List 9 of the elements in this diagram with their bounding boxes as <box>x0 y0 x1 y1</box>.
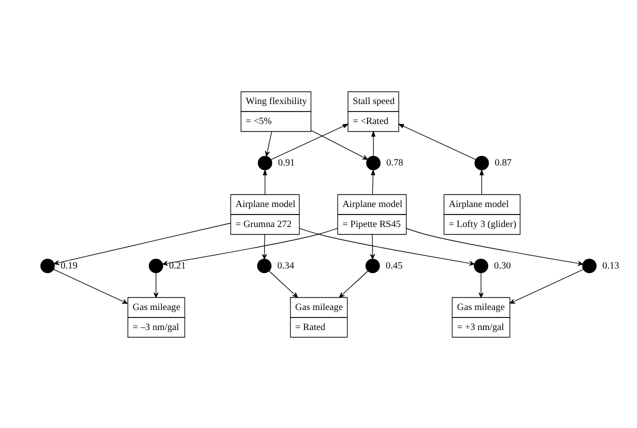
node-label: 0.91 <box>278 157 295 168</box>
node-label: 0.34 <box>277 260 294 271</box>
node-label: 0.21 <box>168 260 186 271</box>
node-label: 0.78 <box>386 157 404 168</box>
node-label: 0.30 <box>494 260 511 271</box>
node-label: 0.13 <box>602 260 620 271</box>
node-label: 0.19 <box>60 260 78 271</box>
node-label: 0.45 <box>386 260 403 271</box>
node-label: 0.87 <box>494 157 512 168</box>
